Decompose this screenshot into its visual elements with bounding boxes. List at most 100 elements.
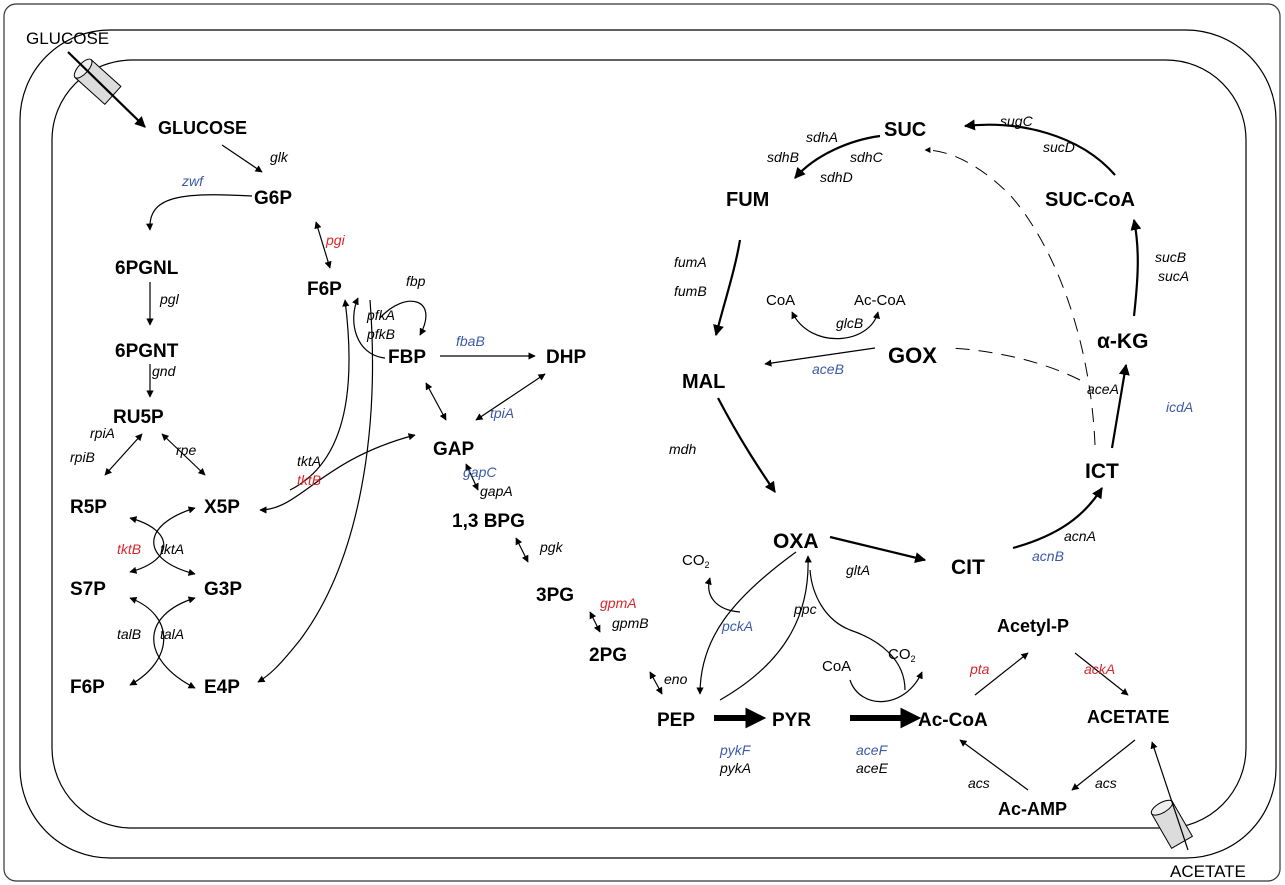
enzyme-sdhc: sdhC <box>850 149 884 165</box>
enzyme-acs-left: acs <box>968 775 990 791</box>
enzyme-tpia: tpiA <box>490 405 514 421</box>
node-acetylp: Acetyl-P <box>997 616 1069 636</box>
enzyme-acef: aceF <box>856 742 889 758</box>
enzyme-gpmb: gpmB <box>612 615 649 631</box>
outer-frame <box>3 3 1281 882</box>
enzyme-rpia: rpiA <box>90 425 115 441</box>
cofactor-co2-left: CO2 <box>682 552 710 570</box>
node-13bpg: 1,3 BPG <box>452 511 525 532</box>
external-acetate-label: ACETATE <box>1170 862 1246 881</box>
enzyme-gnd: gnd <box>152 363 177 379</box>
node-2pg: 2PG <box>589 645 627 666</box>
enzyme-pgi: pgi <box>325 232 346 248</box>
enzyme-tktb-mid: tktB <box>117 541 141 557</box>
external-glucose-label: GLUCOSE <box>26 29 109 48</box>
node-3pg: 3PG <box>536 585 574 606</box>
enzyme-zwf: zwf <box>181 173 205 189</box>
node-suc: SUC <box>884 119 926 141</box>
enzyme-sucd: sucD <box>1043 139 1075 155</box>
enzyme-sdhd: sdhD <box>820 169 853 185</box>
enzyme-tkta-top: tktA <box>297 453 321 469</box>
enzyme-ppc: ppc <box>793 601 817 617</box>
cofactor-coa-pyr: CoA <box>822 658 851 675</box>
node-fbp: FBP <box>388 347 426 368</box>
acetate-transporter <box>1150 799 1194 850</box>
inner-membrane <box>51 59 1247 829</box>
node-e4p: E4P <box>204 677 240 698</box>
enzyme-acea: aceA <box>1087 381 1119 397</box>
enzyme-pgk: pgk <box>539 539 564 555</box>
enzyme-sugc: sugC <box>1000 113 1034 129</box>
node-pyr: PYR <box>772 710 811 731</box>
node-pep: PEP <box>657 710 695 731</box>
enzyme-pgl: pgl <box>159 291 180 307</box>
enzyme-pta: pta <box>969 661 990 677</box>
enzyme-rpib: rpiB <box>70 449 95 465</box>
enzyme-pyka: pykA <box>719 760 751 776</box>
node-glucose: GLUCOSE <box>158 118 247 138</box>
node-succoa: SUC-CoA <box>1045 189 1135 211</box>
enzyme-glta: gltA <box>846 562 870 578</box>
node-acamp: Ac-AMP <box>998 799 1067 819</box>
node-6pgnl: 6PGNL <box>115 258 179 279</box>
enzyme-sucb: sucB <box>1155 249 1186 265</box>
node-fum: FUM <box>726 189 769 211</box>
enzyme-suca: sucA <box>1158 268 1189 284</box>
glyoxylate-shunt <box>924 147 1096 446</box>
enzyme-fbab: fbaB <box>456 333 485 349</box>
enzyme-tala: talA <box>160 626 184 642</box>
node-acetate: ACETATE <box>1087 707 1169 727</box>
enzyme-glk: glk <box>270 149 289 165</box>
node-f6p-2: F6P <box>70 677 105 698</box>
cofactors: CoA Ac-CoA CO2 CO2 CoA <box>682 292 916 675</box>
node-x5p: X5P <box>204 497 240 518</box>
enzyme-fbp: fbp <box>406 273 426 289</box>
node-oxa: OXA <box>773 530 819 553</box>
node-r5p: R5P <box>70 497 107 518</box>
enzyme-sdha: sdhA <box>806 129 838 145</box>
node-gox: GOX <box>888 343 937 368</box>
node-6pgnt: 6PGNT <box>115 341 179 362</box>
enzyme-acs-right: acs <box>1095 775 1117 791</box>
enzyme-tkta-mid: tktA <box>160 541 184 557</box>
node-accoa: Ac-CoA <box>918 710 988 731</box>
enzyme-glcb: glcB <box>836 315 863 331</box>
enzyme-rpe: rpe <box>176 442 196 458</box>
enzyme-gapc: gapC <box>463 464 497 480</box>
cofactor-coa-gox: CoA <box>766 292 795 309</box>
node-ru5p: RU5P <box>113 407 164 428</box>
node-ict: ICT <box>1085 460 1119 483</box>
enzyme-acka: ackA <box>1084 661 1115 677</box>
enzyme-eno: eno <box>664 671 688 687</box>
enzyme-aceb: aceB <box>812 361 844 377</box>
enzyme-pcka: pckA <box>721 618 753 634</box>
enzyme-fumb: fumB <box>674 283 707 299</box>
enzyme-icda: icdA <box>1166 399 1193 415</box>
enzyme-pfkb: pfkB <box>366 326 395 342</box>
outer-membrane <box>19 29 1277 859</box>
node-gap: GAP <box>433 439 475 460</box>
node-g3p: G3P <box>204 579 242 600</box>
node-dhp: DHP <box>546 347 586 368</box>
enzyme-sdhb: sdhB <box>767 149 799 165</box>
node-cit: CIT <box>951 556 985 579</box>
node-s7p: S7P <box>70 579 106 600</box>
enzyme-tktb-top: tktB <box>297 472 321 488</box>
node-f6p: F6P <box>307 279 342 300</box>
enzyme-acee: aceE <box>856 760 889 776</box>
enzymes: glk zwf pgi pgl fbp pfkA pfkB fbaB gnd t… <box>70 113 1193 791</box>
node-g6p: G6P <box>254 188 292 209</box>
enzyme-pfka: pfkA <box>366 307 395 323</box>
enzyme-acna: acnA <box>1064 528 1096 544</box>
node-mal: MAL <box>682 371 725 393</box>
node-akg: α-KG <box>1097 330 1148 353</box>
metabolites: GLUCOSE G6P 6PGNL F6P 6PGNT FBP DHP RU5P… <box>70 118 1169 819</box>
enzyme-pykf: pykF <box>719 742 752 758</box>
enzyme-mdh: mdh <box>669 441 696 457</box>
enzyme-gapa: gapA <box>480 483 513 499</box>
enzyme-fuma: fumA <box>674 254 707 270</box>
cofactor-accoa-gox: Ac-CoA <box>854 292 906 309</box>
reaction-arrows <box>67 51 1189 851</box>
